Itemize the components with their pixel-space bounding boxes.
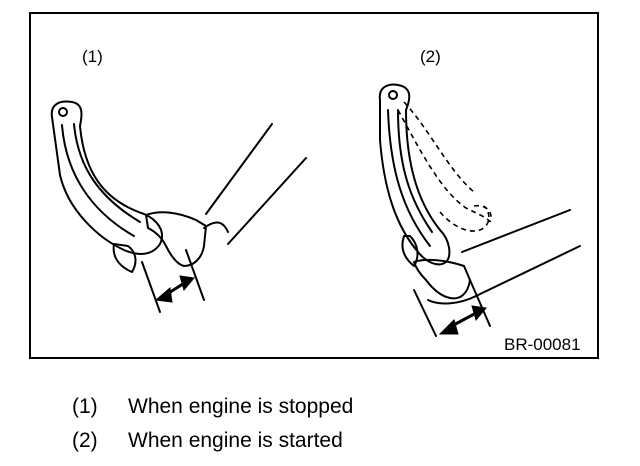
panel-2-drawing [378, 83, 581, 337]
foot-1-leg [205, 123, 273, 215]
legend-number: (1) [72, 395, 98, 418]
panel-1-drawing [50, 100, 307, 313]
foot-2-leg [461, 209, 571, 253]
pedal-1-travel-line-a [141, 261, 161, 313]
panel-2-dashed-previous-position [397, 101, 492, 232]
pedal-1-pivot [58, 107, 68, 117]
pedal-2-arm-inner2 [397, 109, 433, 233]
pedal-1-arm-inner2 [73, 123, 141, 223]
legend-text: When engine is started [128, 429, 343, 452]
brake-pedal-diagram [29, 12, 599, 359]
legend-item: (1) When engine is stopped [72, 396, 353, 417]
foot-2-sole [427, 295, 477, 305]
pedal-1-travel-arrow [154, 275, 195, 303]
pedal-2-pad [401, 235, 419, 267]
pedal-1-pad [112, 243, 137, 273]
foot-1-shoe [145, 211, 207, 267]
foot-1-ankle [203, 221, 229, 233]
pedal-2-travel-arrow [438, 305, 487, 335]
pedal-1-arm-inner [61, 124, 135, 237]
pedal-2-travel-line-b [469, 279, 491, 327]
legend-item: (2) When engine is started [72, 430, 343, 451]
figure-border [29, 12, 599, 359]
pedal-1-arm [50, 100, 163, 255]
legend-text: When engine is stopped [128, 395, 354, 418]
pedal-2-arm-inner [387, 109, 431, 247]
figure-code: BR-00081 [504, 335, 581, 354]
pedal-2-pivot [388, 90, 398, 100]
panel-1-label: (1) [82, 47, 103, 66]
foot-2-leg-2 [475, 245, 581, 297]
pedal-1-travel-line-b [185, 249, 205, 301]
pedal-2-travel-line-a [413, 289, 437, 337]
panel-2-label: (2) [420, 47, 441, 66]
foot-1-leg-2 [227, 157, 307, 245]
legend-number: (2) [72, 429, 98, 452]
foot-2-shoe [413, 258, 471, 300]
pedal-2-arm [378, 83, 451, 266]
